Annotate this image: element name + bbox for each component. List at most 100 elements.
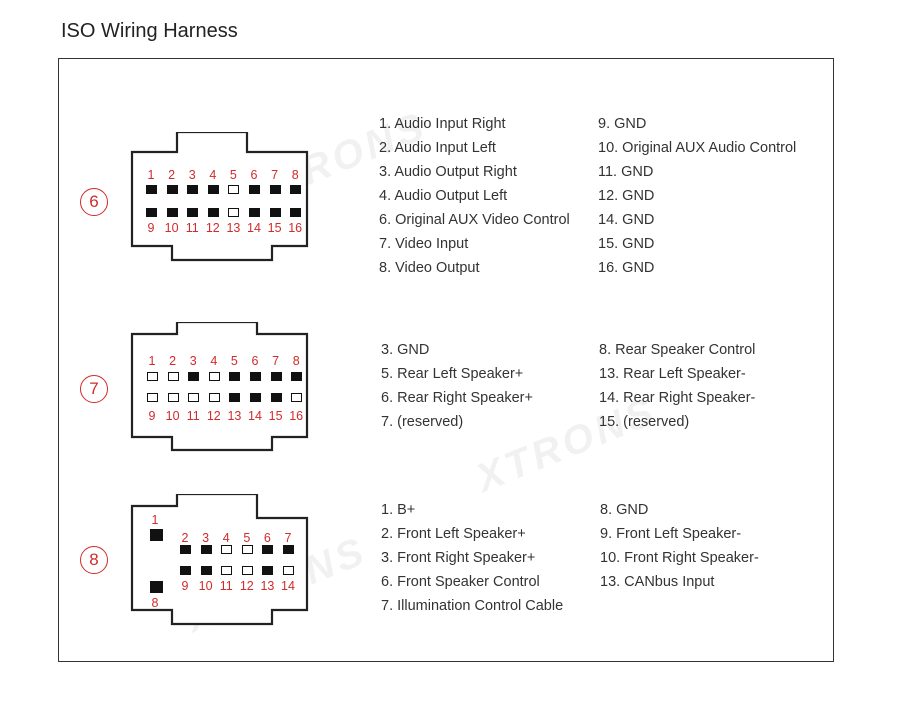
pin-number: 3: [202, 531, 210, 545]
pin-number: 4: [209, 168, 217, 182]
connector-badge: 7: [80, 375, 108, 403]
pin-function-label: 15. (reserved): [599, 414, 690, 430]
pin-8: [291, 372, 303, 381]
pin-number: 4: [222, 531, 230, 545]
pin-number: 6: [251, 354, 259, 368]
pin-number: 8: [292, 354, 300, 368]
pin-function-label: 3. Front Right Speaker+: [381, 550, 536, 566]
pin-4: [207, 185, 219, 194]
pin-9: [146, 208, 157, 217]
pin-number: 9: [148, 409, 156, 423]
pin-11: [221, 566, 233, 575]
pin-number: 15: [267, 221, 282, 235]
pin-13: [229, 393, 241, 402]
pin-function-label: 6. Rear Right Speaker+: [381, 390, 533, 406]
pin-number: 6: [250, 168, 258, 182]
connector-outline: [130, 494, 309, 626]
connector-body: [130, 322, 309, 452]
pin-function-label: 5. Rear Left Speaker+: [381, 366, 524, 382]
pin-number: 10: [164, 221, 179, 235]
connector-outline: [130, 132, 309, 262]
pin-9: [180, 566, 191, 575]
pin-number: 7: [271, 168, 279, 182]
pin-function-label: 16. GND: [598, 260, 655, 276]
pin-number: 12: [205, 221, 220, 235]
pin-number: 14: [247, 221, 261, 235]
diagram-frame: [58, 58, 834, 662]
pin-number: 1: [147, 168, 155, 182]
pin-number: 5: [243, 531, 251, 545]
pin-function-label: 3. Audio Output Right: [379, 164, 517, 180]
connector-body: [130, 132, 309, 262]
pin-number: 13: [260, 579, 275, 593]
pin-1: [147, 372, 158, 381]
pin-3: [187, 185, 199, 194]
pin-7: [269, 185, 281, 194]
pin-number: 1: [151, 513, 159, 527]
pin-number: 12: [239, 579, 254, 593]
pin-number: 7: [272, 354, 280, 368]
pin-5: [241, 545, 253, 554]
pin-number: 5: [229, 168, 237, 182]
pin-12: [208, 393, 220, 402]
pin-number: 3: [188, 168, 196, 182]
pin-5: [229, 372, 241, 381]
pin-13: [262, 566, 274, 575]
pin-number: 12: [206, 409, 221, 423]
pin-10: [166, 208, 178, 217]
pin-8: [290, 185, 302, 194]
pin-4: [208, 372, 220, 381]
pin-function-label: 1. Audio Input Right: [379, 116, 506, 132]
pin-function-label: 7. Video Input: [379, 236, 469, 252]
pin-number: 3: [189, 354, 197, 368]
connector-outline: [130, 322, 309, 452]
pin-7: [283, 545, 294, 554]
pin-12: [207, 208, 219, 217]
pin-11: [188, 393, 200, 402]
pin-number: 4: [210, 354, 218, 368]
pin-7: [270, 372, 282, 381]
pin-number: 2: [169, 354, 177, 368]
pin-number: 9: [147, 221, 155, 235]
pin-10: [167, 393, 179, 402]
pin-5: [228, 185, 240, 194]
pin-2: [166, 185, 178, 194]
pin-function-label: 8. Rear Speaker Control: [599, 342, 756, 358]
pin-number: 1: [148, 354, 156, 368]
pin-function-label: 7. Illumination Control Cable: [381, 598, 564, 614]
pin-number: 13: [226, 221, 241, 235]
pin-function-label: 13. CANbus Input: [600, 574, 715, 590]
connector-badge: 8: [80, 546, 108, 574]
pin-4: [221, 545, 233, 554]
pin-number: 2: [181, 531, 189, 545]
pin-function-label: 13. Rear Left Speaker-: [599, 366, 746, 382]
pin-function-label: 12. GND: [598, 188, 655, 204]
pin-13: [228, 208, 240, 217]
pin-6: [250, 372, 261, 381]
pin-number: 14: [248, 409, 262, 423]
connector-body: [130, 494, 309, 626]
pin-function-label: 10. Front Right Speaker-: [600, 550, 759, 566]
pin-function-label: 11. GND: [598, 164, 654, 180]
pin-number: 10: [198, 579, 213, 593]
pin-number: 14: [281, 579, 295, 593]
pin-function-label: 6. Original AUX Video Control: [379, 212, 570, 228]
pin-function-label: 3. GND: [381, 342, 430, 358]
pin-function-label: 7. (reserved): [381, 414, 464, 430]
page-title: ISO Wiring Harness: [61, 20, 238, 42]
pin-15: [269, 208, 281, 217]
pin-function-label: 15. GND: [598, 236, 655, 252]
pin-number: 9: [181, 579, 189, 593]
pin-6: [249, 185, 260, 194]
pin-number: 10: [165, 409, 180, 423]
pin-number: 5: [230, 354, 238, 368]
pin-number: 2: [168, 168, 176, 182]
pin-function-label: 9. Front Left Speaker-: [600, 526, 742, 542]
connector-badge: 6: [80, 188, 108, 216]
pin-16: [291, 393, 303, 402]
pin-1: [146, 185, 157, 194]
pin-number: 16: [289, 409, 304, 423]
pin-2: [167, 372, 179, 381]
pin-number: 8: [151, 596, 159, 610]
pin-9: [147, 393, 158, 402]
